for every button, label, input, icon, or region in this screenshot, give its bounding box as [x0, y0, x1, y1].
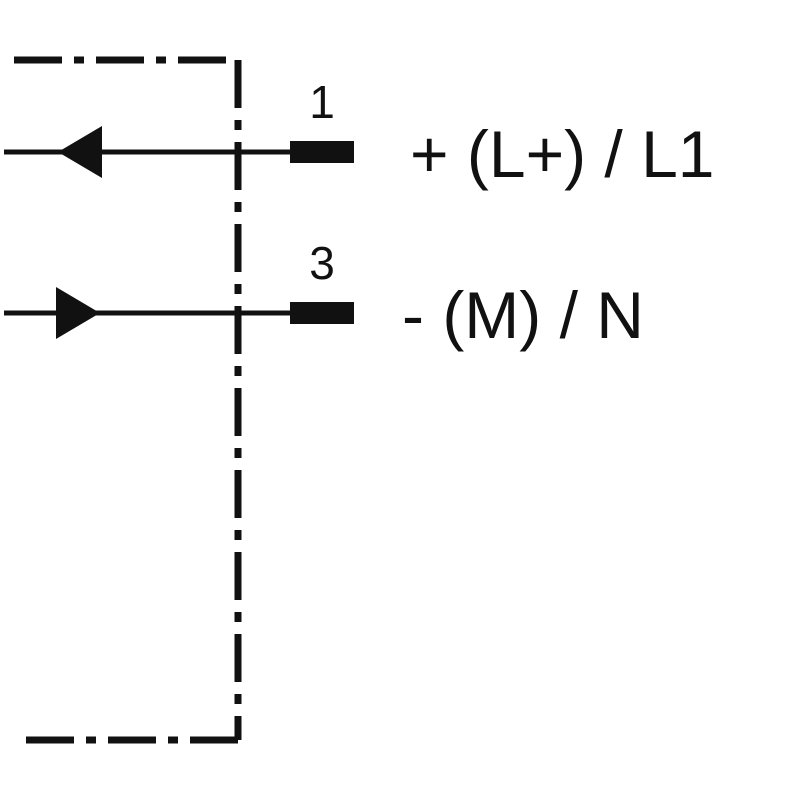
terminal-3-pin-number: 3 — [309, 237, 335, 289]
terminal-1-arrow-left-icon — [58, 126, 102, 178]
housing-boundary — [14, 56, 242, 744]
terminal-1-signal-label: + (L+) / L1 — [410, 117, 715, 191]
terminal-3: 3 - (M) / N — [4, 237, 644, 352]
terminal-3-contact-pad — [290, 302, 354, 324]
terminal-3-signal-label: - (M) / N — [402, 278, 644, 352]
terminal-1: 1 + (L+) / L1 — [4, 76, 715, 191]
terminal-3-arrow-right-icon — [56, 287, 100, 339]
terminal-1-contact-pad — [290, 141, 354, 163]
terminal-1-pin-number: 1 — [309, 76, 335, 128]
